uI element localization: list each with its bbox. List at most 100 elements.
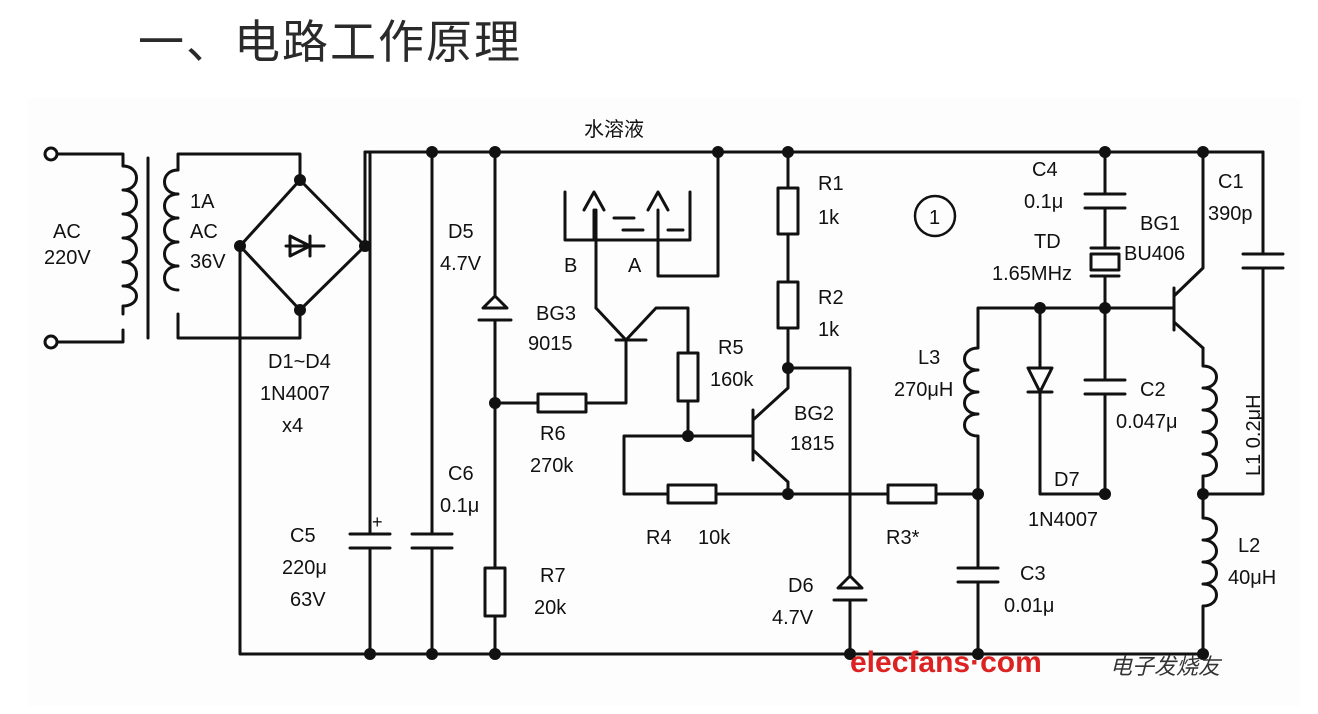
bg3-label-1: BG3	[536, 303, 576, 325]
junction-dot	[972, 648, 984, 660]
r2-label-2: 1k	[818, 319, 840, 341]
c3-label-1: C3	[1020, 563, 1046, 585]
transformer-label-1: 1A	[190, 191, 215, 213]
c4-label-2: 0.1μ	[1024, 191, 1063, 213]
td-label-1: TD	[1034, 231, 1061, 253]
junction-dot	[1197, 146, 1209, 158]
junction-dot	[782, 146, 794, 158]
r4-loop	[622, 434, 690, 496]
figure-number: 1	[929, 207, 940, 229]
junction-dot	[426, 146, 438, 158]
probe-a	[646, 190, 670, 242]
bg3-label-2: 9015	[528, 333, 573, 355]
c1-label-2: 390p	[1208, 203, 1253, 225]
bridge-label-1: D1~D4	[268, 351, 331, 373]
r4-label-1: R4	[646, 527, 672, 549]
bridge-label-3: x4	[282, 415, 303, 437]
d7-label-2: 1N4007	[1028, 509, 1098, 531]
c5-label-3: 63V	[290, 589, 326, 611]
r7-label-1: R7	[540, 565, 566, 587]
r6-resistor	[536, 392, 588, 414]
c6-capacitor	[410, 150, 454, 656]
junction-dot	[294, 304, 306, 316]
ac-lead-top	[55, 152, 125, 168]
r3-label: R3*	[886, 527, 920, 549]
junction-dot	[682, 430, 694, 442]
schematic-svg: + 水溶液 1 AC 220V 1A AC 36V D1~D4 1N4007 x…	[43, 118, 1285, 679]
transformer-label-3: 36V	[190, 251, 226, 273]
c6-label-2: 0.1μ	[440, 495, 479, 517]
bg1-label-2: BU406	[1124, 243, 1185, 265]
r2-label-1: R2	[818, 287, 844, 309]
junction-dot	[1099, 488, 1111, 500]
junction-dot	[489, 648, 501, 660]
l3-label-2: 270μH	[894, 379, 953, 401]
c2-label-1: C2	[1140, 379, 1166, 401]
ac-terminal-top	[43, 146, 59, 162]
bridge-label-2: 1N4007	[260, 383, 330, 405]
r2-resistor	[776, 280, 800, 330]
transformer-label-2: AC	[190, 221, 218, 243]
c4-label-1: C4	[1032, 159, 1058, 181]
l1-inductor	[1201, 346, 1218, 496]
secondary-coil	[163, 168, 180, 292]
junction-dot	[359, 240, 371, 252]
junction-dot	[1099, 302, 1111, 314]
junction-dot	[426, 648, 438, 660]
bg3-transistor	[594, 306, 690, 355]
r4-resistor	[666, 483, 718, 505]
watermark-chinese: 电子发烧友	[1110, 654, 1223, 679]
junction-dot	[1099, 146, 1111, 158]
d7-diode	[1026, 306, 1107, 496]
r7-label-2: 20k	[534, 597, 567, 619]
junction-dot	[489, 146, 501, 158]
d5-label-1: D5	[448, 221, 474, 243]
secondary-lead-top	[176, 152, 302, 182]
l3-inductor	[963, 306, 1107, 496]
bg2-label-2: 1815	[790, 433, 835, 455]
r6-label-1: R6	[540, 423, 566, 445]
ac-lead-bottom	[55, 328, 125, 344]
c3-label-2: 0.01μ	[1004, 595, 1054, 617]
r5-label-2: 160k	[710, 369, 754, 391]
junction-dot	[712, 146, 724, 158]
c2-capacitor	[1083, 306, 1127, 496]
bg1-transistor	[1103, 150, 1205, 350]
l3-label-1: L3	[918, 347, 940, 369]
junction-dot	[844, 648, 856, 660]
d5-zener	[477, 150, 513, 570]
r5-resistor	[676, 351, 700, 403]
d7-label-1: D7	[1054, 469, 1080, 491]
c5-capacitor	[348, 150, 392, 656]
td-label-2: 1.65MHz	[992, 263, 1072, 285]
r7-resistor	[483, 566, 507, 618]
c4-capacitor	[1083, 192, 1127, 210]
d6-zener	[832, 574, 868, 656]
bg2-transistor	[751, 366, 790, 496]
d5-label-2: 4.7V	[440, 253, 482, 275]
junction-dot	[1197, 648, 1209, 660]
l1-label: L1 0.2μH	[1243, 394, 1265, 476]
probe-b-label: B	[564, 255, 577, 277]
page-title: 一、电路工作原理	[138, 15, 522, 69]
r1-label-1: R1	[818, 173, 844, 195]
c5-label-2: 220μ	[282, 557, 327, 579]
d6-label-2: 4.7V	[772, 607, 814, 629]
probe-b	[582, 190, 606, 242]
liquid-label: 水溶液	[584, 118, 644, 141]
c1-label-1: C1	[1218, 171, 1244, 193]
bg2-label-1: BG2	[794, 403, 834, 425]
td-crystal	[1089, 252, 1121, 272]
r6-label-2: 270k	[530, 455, 574, 477]
watermark-brand: elecfans·com	[850, 646, 1042, 679]
junction-dot	[972, 488, 984, 500]
bridge-neg-lead	[238, 244, 1205, 656]
c5-polarity-plus: +	[372, 512, 383, 532]
ac-input-label-1: AC	[53, 221, 81, 243]
junction-dot	[1197, 488, 1209, 500]
junction-dot	[489, 397, 501, 409]
junction-dot	[782, 488, 794, 500]
circuit-schematic: + 水溶液 1 AC 220V 1A AC 36V D1~D4 1N4007 x…	[28, 98, 1300, 706]
figure-number-circle	[913, 194, 957, 238]
c1-capacitor	[1201, 150, 1285, 496]
